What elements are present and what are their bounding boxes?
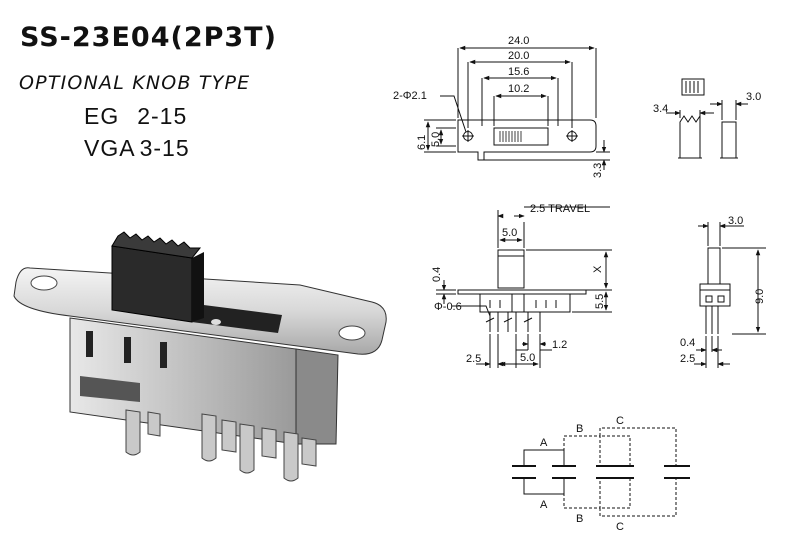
- front-view-labels: 2.5 TRAVEL 5.0 X 0.4 5.5 Φ-0.6 2.5 5.0 1…: [431, 203, 606, 365]
- circuit-label-b-bottom: B: [576, 513, 583, 525]
- circuit-diagram: [512, 427, 690, 517]
- dim-plate: 0.4: [431, 267, 443, 282]
- dim-pitch-a: 2.5: [466, 353, 481, 365]
- dim-body: 15.6: [508, 66, 529, 78]
- dim-x: X: [592, 265, 604, 273]
- top-view-labels: 24.0 20.0 15.6 10.2 2-Φ2.1 6.1 5.0 3.3: [393, 35, 604, 178]
- dim-knob-right: 3.0: [746, 91, 761, 103]
- circuit-label-b-top: B: [576, 423, 583, 435]
- variant-code: VGA: [84, 135, 136, 161]
- dim-pitch-b: 5.0: [520, 352, 535, 364]
- switch-illustration: [13, 231, 387, 482]
- model-title: SS-23E04(2P3T): [20, 22, 277, 53]
- circuit-labels: A B C A B C: [540, 415, 624, 533]
- dim-hole-dia: 2-Φ2.1: [393, 90, 427, 102]
- variant-code: EG: [84, 103, 120, 129]
- dim-slot: 10.2: [508, 83, 529, 95]
- knob-detail-labels: 3.4 3.0: [653, 91, 761, 115]
- circuit-label-c-bottom: C: [616, 521, 624, 533]
- dim-hole: Φ-0.6: [434, 301, 462, 313]
- dim-height: 6.1: [416, 135, 428, 150]
- dim-body-height: 5.5: [594, 294, 606, 309]
- dim-knob-left: 3.4: [653, 103, 668, 115]
- circuit-label-a-bottom: A: [540, 499, 548, 511]
- knob-type-subtitle: OPTIONAL KNOB TYPE: [19, 72, 251, 94]
- dim-inner: 5.0: [430, 132, 442, 147]
- variant-eg: EG 2-15: [84, 103, 187, 130]
- side-view-labels: 3.0 9.0 0.4 2.5: [680, 215, 766, 365]
- front-view-drawing: [436, 206, 612, 368]
- dim-side-plate: 0.4: [680, 337, 695, 349]
- side-view-drawing: [694, 222, 766, 368]
- dim-side-pitch: 2.5: [680, 353, 695, 365]
- dim-pin-width: 1.2: [552, 339, 567, 351]
- dim-side-height: 9.0: [754, 289, 766, 304]
- dim-side-knob: 3.0: [728, 215, 743, 227]
- variant-value: 2-15: [137, 103, 188, 129]
- variant-value: 3-15: [139, 135, 190, 161]
- dim-knob-width: 5.0: [502, 227, 517, 239]
- circuit-label-c-top: C: [616, 415, 624, 427]
- dim-pin: 3.3: [592, 163, 604, 178]
- circuit-label-a-top: A: [540, 437, 548, 449]
- knob-illustration: [111, 231, 204, 323]
- dim-overall: 24.0: [508, 35, 529, 47]
- top-view-drawing: [424, 45, 610, 170]
- knob-detail-drawing: [666, 78, 748, 159]
- dim-holes: 20.0: [508, 50, 529, 62]
- dim-travel: 2.5 TRAVEL: [530, 203, 590, 215]
